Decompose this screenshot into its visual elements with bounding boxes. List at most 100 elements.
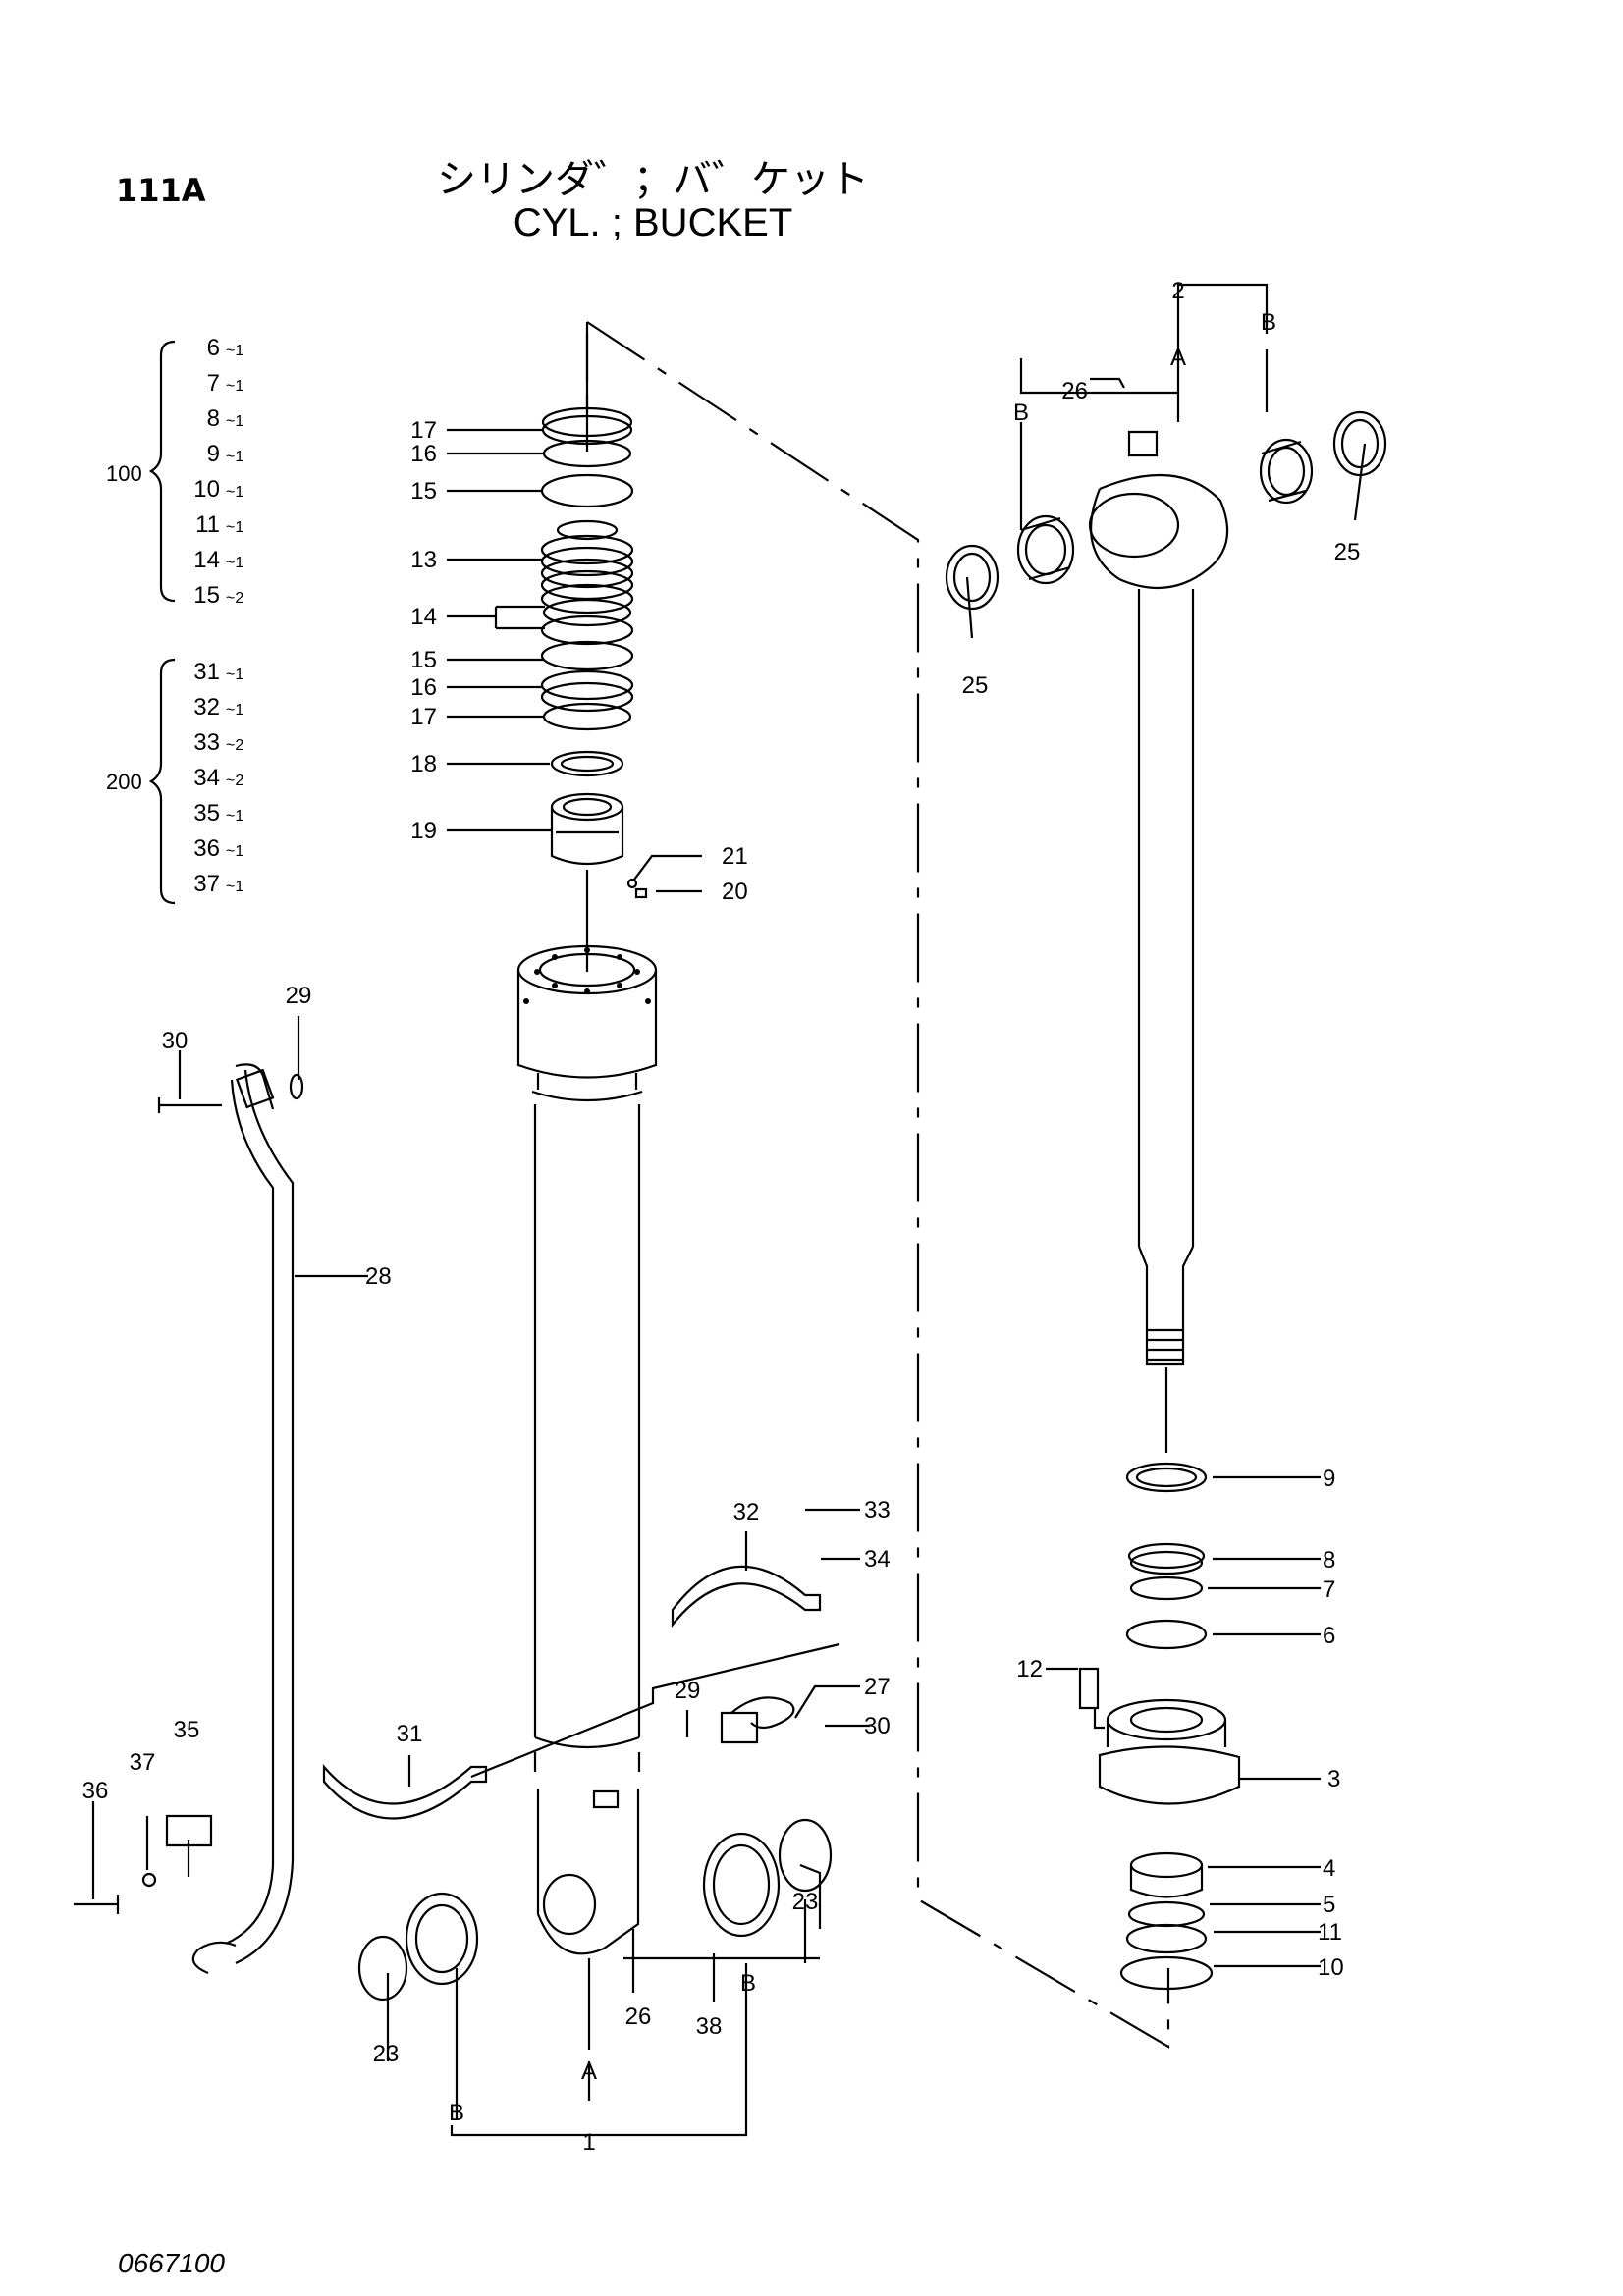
callout: 17: [410, 417, 437, 444]
callout: 31: [397, 1721, 423, 1747]
pipe-bands: [74, 1565, 840, 2002]
kit-item-part: 9: [207, 441, 220, 467]
kit-item-qty: ~2: [226, 773, 243, 789]
callout: 1: [582, 2129, 595, 2156]
callout: 16: [410, 441, 437, 467]
kit-item-part: 6: [207, 335, 220, 361]
callout: 3: [1327, 1766, 1340, 1792]
callout: 33: [864, 1497, 891, 1523]
ref-letter: B: [449, 2100, 464, 2126]
kit-200-items: 31 ~1 32 ~1 33 ~2 34 ~2 35 ~1 36 ~1 37 ~…: [193, 659, 243, 897]
ref-letter: B: [740, 1970, 756, 1997]
kit-item-part: 8: [207, 405, 220, 432]
callout: 13: [410, 547, 437, 573]
kit-item-part: 33: [193, 729, 220, 756]
kit-100-items: 6 ~1 7 ~1 8 ~1 9 ~1 10 ~1 11 ~1 14 ~1 15…: [193, 335, 243, 609]
kit-item-qty: ~1: [226, 519, 243, 536]
kit-item-qty: ~1: [226, 702, 243, 719]
callout: 21: [722, 843, 748, 870]
kit-id: 100: [106, 461, 142, 486]
leader-lines: [91, 283, 1367, 2137]
kit-item-part: 36: [193, 835, 220, 862]
callout: 19: [410, 818, 437, 844]
callout: 37: [130, 1749, 156, 1776]
kit-item-part: 31: [193, 659, 220, 685]
kit-item-part: 7: [207, 370, 220, 397]
kit-item-qty: ~1: [226, 343, 243, 359]
callout: 23: [373, 2041, 400, 2067]
title-japanese: シリンダ゛；バ゛ケット: [437, 157, 869, 202]
kit-item-qty: ~2: [226, 737, 243, 754]
kit-item-qty: ~1: [226, 449, 243, 465]
bushings-right: [945, 410, 1387, 611]
callout: 26: [1061, 378, 1088, 404]
callout: 8: [1323, 1547, 1335, 1574]
kit-item-qty: ~1: [226, 555, 243, 571]
kit-item-qty: ~1: [226, 484, 243, 501]
callout: 29: [286, 983, 312, 1009]
kit-item-qty: ~1: [226, 378, 243, 395]
callout: 12: [1016, 1656, 1043, 1682]
assembly-boundary-line: [586, 321, 1170, 2049]
ref-letter: A: [1170, 345, 1186, 371]
page-code: 111A: [116, 172, 206, 209]
kit-item-qty: ~1: [226, 667, 243, 683]
callout: 28: [365, 1263, 392, 1290]
callout-labels: 17 16 15 13 14 15 16 17 18 19 21 20 29 3…: [82, 278, 1361, 2156]
callout: 4: [1323, 1855, 1335, 1882]
piston-nut: [550, 792, 648, 899]
kit-list-100: 100 6 ~1 7 ~1 8 ~1 9 ~1 10 ~1 11 ~1 14 ~…: [106, 335, 243, 609]
seal-stack: [540, 406, 634, 777]
callout: 11: [1318, 1919, 1342, 1946]
callout: 2: [1171, 278, 1184, 304]
ref-letter: B: [1261, 309, 1276, 336]
callout: 15: [410, 647, 437, 673]
cylinder-tube: [516, 944, 658, 1955]
kit-item-qty: ~1: [226, 413, 243, 430]
callout: 26: [625, 2003, 652, 2030]
callout: 30: [162, 1028, 189, 1054]
callout: 14: [410, 604, 437, 630]
callout: 35: [174, 1717, 200, 1743]
callout: 6: [1323, 1623, 1335, 1649]
callout: 32: [733, 1499, 760, 1525]
kit-item-part: 14: [193, 547, 220, 573]
kit-item-part: 15: [193, 582, 220, 609]
kit-item-qty: ~1: [226, 879, 243, 895]
kit-item-part: 10: [193, 476, 220, 503]
kit-item-qty: ~1: [226, 843, 243, 860]
callout: 23: [792, 1889, 819, 1915]
kit-item-qty: ~2: [226, 590, 243, 607]
callout: 34: [864, 1546, 891, 1573]
callout: 25: [962, 672, 989, 699]
ref-letter: A: [581, 2058, 597, 2085]
callout: 9: [1323, 1466, 1335, 1492]
callout: 10: [1318, 1954, 1344, 1981]
callout: 20: [722, 879, 748, 905]
kit-id: 200: [106, 770, 142, 794]
ref-letter: B: [1013, 400, 1029, 426]
callout: 38: [696, 2013, 723, 2040]
callout: 16: [410, 674, 437, 701]
callout: 29: [675, 1678, 701, 1704]
kit-item-part: 34: [193, 765, 220, 791]
callout: 15: [410, 478, 437, 505]
kit-list-200: 200 31 ~1 32 ~1 33 ~2 34 ~2 35 ~1 36 ~1 …: [106, 658, 243, 905]
callout: 18: [410, 751, 437, 777]
callout: 36: [82, 1778, 109, 1804]
callout: 17: [410, 704, 437, 730]
kit-item-qty: ~1: [226, 808, 243, 825]
pipe-assembly: [157, 1063, 304, 1975]
piston-rod: [1088, 430, 1229, 1453]
cylinder-head: [1078, 1462, 1241, 1991]
kit-item-part: 37: [193, 871, 220, 897]
callout: 27: [864, 1674, 891, 1700]
callout: 5: [1323, 1892, 1335, 1918]
callout: 25: [1334, 539, 1361, 565]
kit-item-part: 11: [195, 511, 220, 538]
title-english: CYL. ; BUCKET: [513, 201, 793, 244]
kit-item-part: 32: [193, 694, 220, 721]
callout: 30: [864, 1713, 891, 1739]
drawing-number: 0667100: [118, 2248, 226, 2278]
